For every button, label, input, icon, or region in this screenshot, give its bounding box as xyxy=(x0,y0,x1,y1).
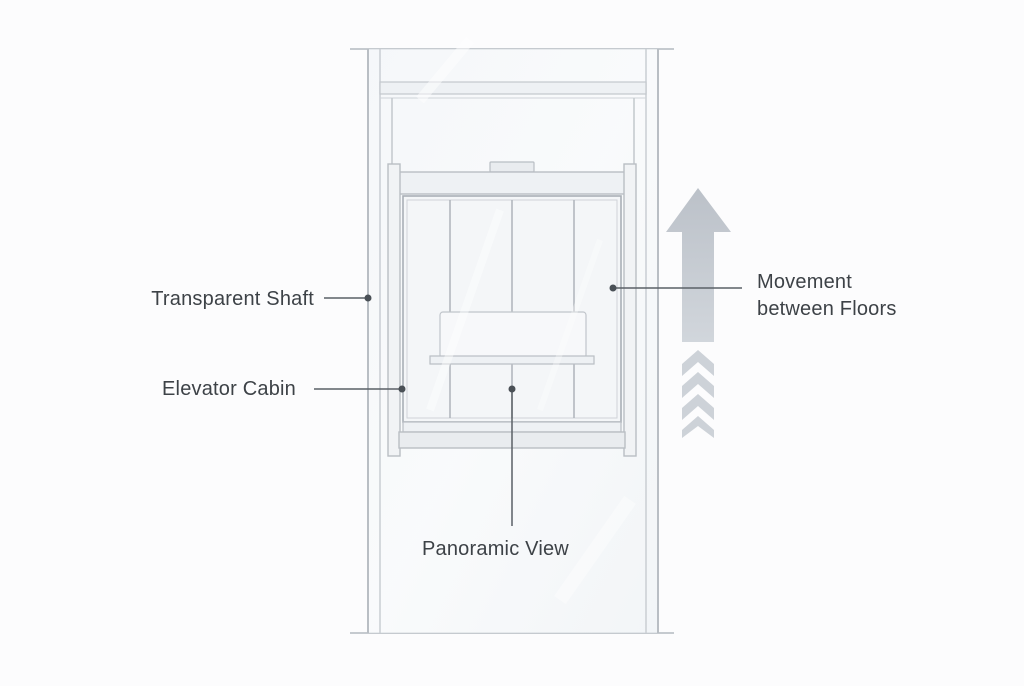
transparent-shaft-label: Transparent Shaft xyxy=(151,288,314,310)
elevator-cabin-label: Elevator Cabin xyxy=(162,378,296,400)
chevron-up-icon xyxy=(682,350,714,438)
callout-shaft xyxy=(324,294,372,302)
panoramic-view-label: Panoramic View xyxy=(422,538,569,560)
callout-cabin xyxy=(314,385,406,393)
callout-panoramic xyxy=(508,385,516,526)
movement-label: Movement between Floors xyxy=(757,269,897,323)
callout-movement xyxy=(609,284,742,292)
movement-label-line2: between Floors xyxy=(757,298,897,320)
up-arrow-icon xyxy=(666,188,731,342)
movement-label-line1: Movement xyxy=(757,271,852,293)
